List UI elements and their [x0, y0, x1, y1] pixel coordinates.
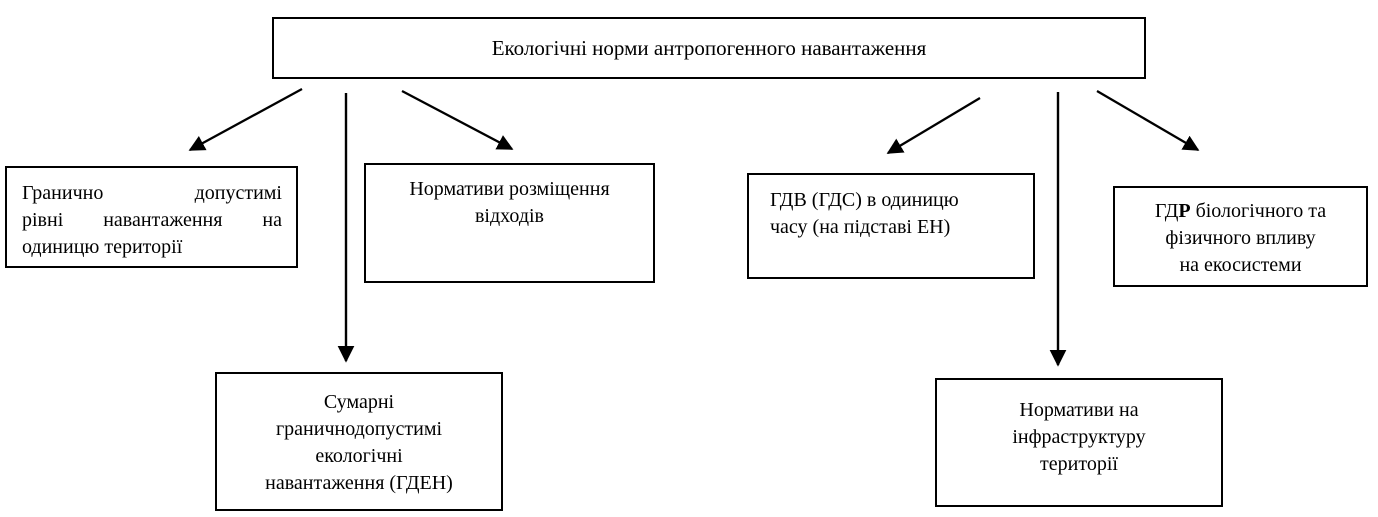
limit-levels-word: на [262, 209, 282, 231]
arrow-root-to-gdr [1096, 90, 1200, 151]
limit-levels-word: допустимі [194, 182, 282, 204]
arrow-root-to-gdv [886, 97, 981, 154]
box-gdv: ГДВ (ГДС) в одиницю часу (на підставі ЕН… [747, 173, 1035, 279]
limit-levels-line-1: Гранично допустимі [22, 180, 282, 207]
box-waste-placement: Нормативи розміщення відходів [364, 163, 655, 283]
limit-levels-word: рівні [22, 209, 64, 231]
limit-levels-word: навантаження [103, 209, 223, 231]
gdv-label: ГДВ (ГДС) в одиницю часу (на підставі ЕН… [770, 189, 959, 238]
gdr-rest: біологічного та фізичного впливу на екос… [1165, 200, 1327, 276]
box-root-title: Екологічні норми антропогенного навантаж… [272, 17, 1146, 79]
limit-levels-word: Гранично [22, 182, 104, 204]
limit-levels-line-2: рівні навантаження на [22, 207, 282, 234]
box-gdr: ГДР біологічного та фізичного впливу на … [1113, 186, 1368, 287]
box-limit-levels: Гранично допустимі рівні навантаження на… [5, 166, 298, 268]
arrow-root-to-waste-placement [401, 89, 514, 151]
waste-placement-label: Нормативи розміщення відходів [409, 178, 610, 227]
gdr-prefix: ГД [1154, 200, 1179, 222]
box-infrastructure: Нормативи на інфраструктуру території [935, 378, 1223, 507]
limit-levels-line-3: одиницю території [22, 234, 282, 261]
gdr-bold-letter: Р [1178, 200, 1191, 222]
limit-levels-last-line: одиницю території [22, 236, 183, 258]
root-title-label: Екологічні норми антропогенного навантаж… [491, 35, 927, 60]
box-gden: Сумарні граничнодопустимі екологічні нав… [215, 372, 503, 511]
gdr-label: ГДР біологічного та фізичного впливу на … [1115, 198, 1366, 279]
arrow-root-to-limit-levels [188, 87, 303, 152]
gden-label: Сумарні граничнодопустимі екологічні нав… [265, 391, 453, 494]
infrastructure-label: Нормативи на інфраструктуру території [1012, 399, 1146, 475]
